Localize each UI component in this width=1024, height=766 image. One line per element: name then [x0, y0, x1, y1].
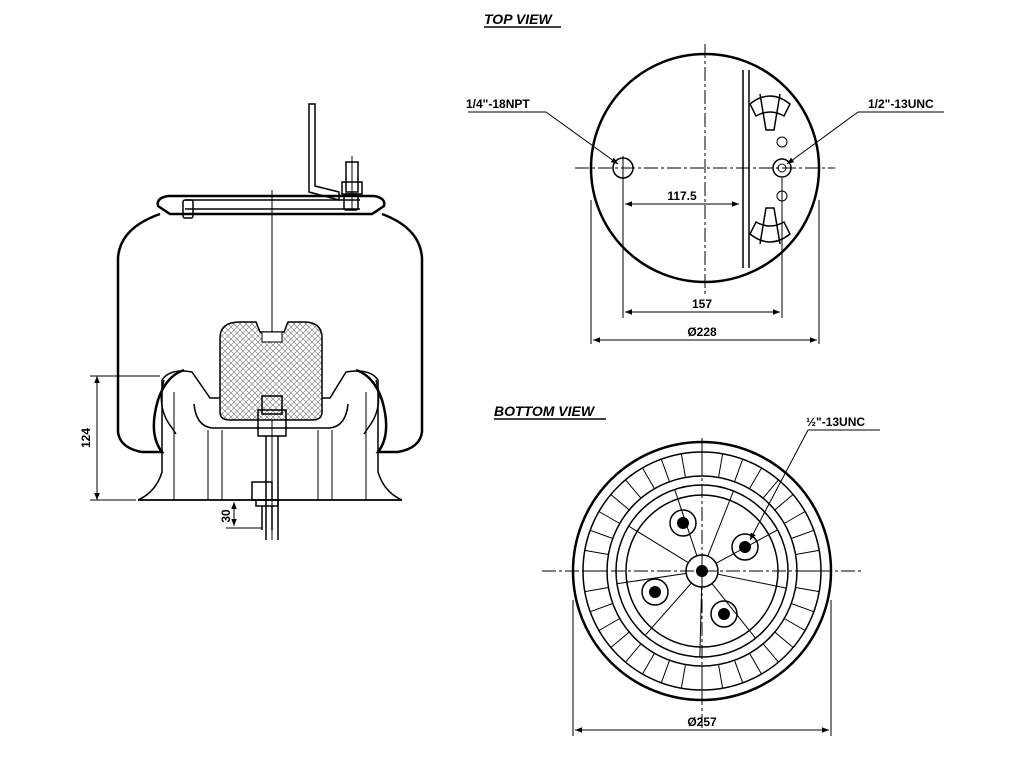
rib-divider	[749, 467, 762, 489]
crimp-left	[182, 199, 194, 219]
stud-port	[772, 158, 792, 178]
center-hub	[685, 554, 719, 588]
label-npt: 1/4"-18NPT	[466, 97, 530, 111]
spoke	[616, 572, 687, 585]
bracket-slot-lower	[749, 220, 791, 243]
dim-height-label: 124	[79, 428, 93, 448]
top-view-title: TOP VIEW	[484, 11, 553, 27]
spoke	[628, 525, 689, 564]
rib-divider	[795, 587, 820, 593]
center-hole	[696, 565, 708, 577]
spoke	[644, 582, 692, 636]
rib-divider	[610, 494, 630, 511]
label-unc-top: 1/2"-13UNC	[868, 97, 934, 111]
rib-divider	[660, 459, 670, 482]
rib-divider	[610, 631, 630, 648]
rib-divider	[680, 453, 686, 478]
rib-divider	[590, 603, 613, 613]
rib-divider	[625, 479, 642, 499]
mounting-bracket	[308, 103, 340, 201]
rib-divider	[584, 549, 609, 555]
rib-divider	[718, 453, 724, 478]
dim-inner: 157	[692, 297, 712, 311]
bottom-view-title: BOTTOM VIEW	[494, 403, 596, 419]
top-plate	[156, 194, 386, 216]
rib-divider	[791, 529, 814, 539]
spoke	[699, 586, 703, 657]
rib-divider	[598, 618, 620, 631]
dim-bolt-spacing: 117.5	[667, 189, 697, 203]
spoke	[711, 583, 756, 639]
rib-divider	[762, 479, 779, 499]
dim-outer-bottom: Ø257	[687, 715, 717, 729]
rib-divider	[774, 494, 794, 511]
dim-stud-label: 30	[219, 509, 233, 523]
outer-rib-cells	[583, 452, 821, 690]
bolt-boss-3	[641, 578, 669, 606]
rib-divider	[774, 631, 794, 648]
rib-divider	[584, 587, 609, 593]
spoke	[717, 573, 787, 589]
center-nut	[261, 395, 283, 415]
rib-divider	[625, 643, 642, 663]
bolt-boss-4	[710, 600, 738, 628]
dim-outer-top: Ø228	[687, 325, 717, 339]
bracket-slot-upper	[749, 95, 791, 118]
piston	[137, 370, 403, 501]
rib-divider	[642, 467, 655, 489]
bottom-outer-circle	[571, 440, 833, 702]
bottom-view: BOTTOM VIEW	[494, 403, 880, 736]
bolt-boss-1	[669, 509, 697, 537]
rib-divider	[598, 511, 620, 524]
spoke	[707, 490, 734, 557]
bolt-boss-2	[731, 533, 759, 561]
rib-divider	[791, 603, 814, 613]
bumper	[219, 321, 323, 421]
rib-divider	[749, 653, 762, 675]
rib-divider	[590, 529, 613, 539]
rib-divider	[784, 511, 806, 524]
bottom-nut	[251, 481, 273, 501]
rib-divider	[734, 459, 744, 482]
label-unc-bottom: ½"-13UNC	[806, 415, 865, 429]
rib-divider	[660, 660, 670, 683]
rib-divider	[762, 643, 779, 663]
top-view: TOP VIEW 1/4"-18NPT 1/2"-13UNC 11	[466, 11, 944, 344]
rib-divider	[642, 653, 655, 675]
rib-divider	[680, 664, 686, 689]
rib-divider	[734, 660, 744, 683]
rib-divider	[784, 618, 806, 631]
rib-divider	[795, 549, 820, 555]
rib-divider	[718, 664, 724, 689]
side-view: 124 30	[79, 103, 424, 540]
